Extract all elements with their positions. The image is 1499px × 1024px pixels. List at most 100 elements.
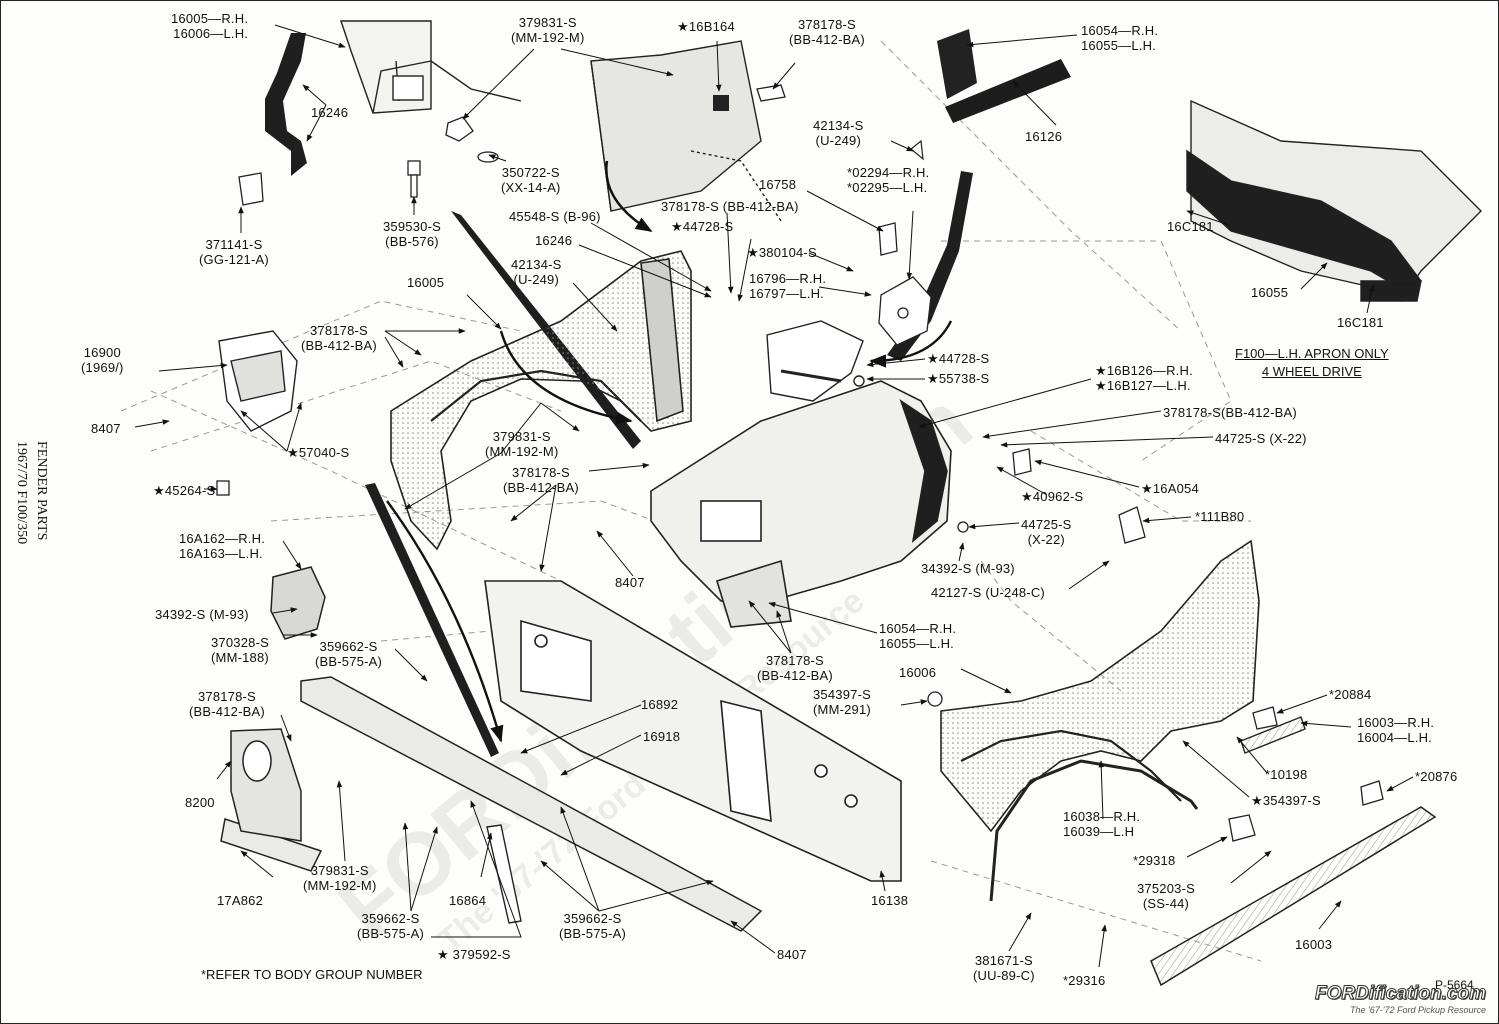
part-callout-line: 16005—R.H. xyxy=(171,11,249,26)
part-callout: 359662-S(BB-575-A) xyxy=(315,639,382,669)
part-callout: 370328-S(MM-188) xyxy=(211,635,269,665)
part-callout: 16864 xyxy=(449,893,486,908)
part-callout: 16A162—R.H.16A163—L.H. xyxy=(179,531,265,561)
part-callout: 16005—R.H.16006—L.H. xyxy=(171,11,248,41)
part-callout: 16055 xyxy=(1251,285,1288,300)
part-callout-line: ★45264-S xyxy=(153,483,216,498)
part-callout-line: 16A162—R.H. xyxy=(179,531,266,546)
brand-logo-name: FORDification.com xyxy=(1314,983,1486,1005)
fender-16006 xyxy=(940,539,1260,833)
part-callout: ★380104-S xyxy=(747,245,817,260)
part-callout-line: 350722-S xyxy=(501,165,560,180)
part-callout: 375203-S(SS-44) xyxy=(1137,881,1195,911)
part-callout-line: ★57040-S xyxy=(287,445,350,460)
reference-note: *REFER TO BODY GROUP NUMBER xyxy=(201,967,423,982)
part-callout-line: ★380104-S xyxy=(747,245,817,260)
part-callout-line: ★40962-S xyxy=(1021,489,1084,504)
part-callout-line: (BB-412-BA) xyxy=(189,704,265,719)
leader-lines xyxy=(134,24,1414,968)
apron-caption-line1: F100—L.H. APRON ONLY xyxy=(1235,346,1389,361)
part-callout-line: 16003—R.H. xyxy=(1357,715,1435,730)
part-callout-line: 359662-S xyxy=(319,639,378,654)
part-callout: 8407 xyxy=(777,947,807,962)
part-callout-line: 370328-S xyxy=(211,635,269,650)
part-callout: *20876 xyxy=(1415,769,1457,784)
part-callout-line: 359530-S xyxy=(383,219,441,234)
part-callout-line: (BB-412-BA) xyxy=(301,338,377,353)
molding-16003 xyxy=(1240,716,1306,754)
part-callout-line: ★55738-S xyxy=(927,371,990,386)
part-callout-line: 16758 xyxy=(759,177,797,192)
part-callout-line: 34392-S (M-93) xyxy=(155,607,249,622)
sealer-strip-right xyxy=(887,171,973,361)
part-callout: 16796—R.H.16797—L.H. xyxy=(749,271,826,301)
part-callout-line: 16246 xyxy=(535,233,573,248)
plate-number: P-5664 xyxy=(1435,978,1474,992)
part-callout-line: 379831-S xyxy=(492,429,551,444)
part-callout-line: 378178-S xyxy=(765,653,824,668)
part-callout: ★354397-S xyxy=(1251,793,1321,808)
part-callout-line: *29316 xyxy=(1063,973,1106,988)
part-callout-line: (SS-44) xyxy=(1142,896,1190,911)
apron-4wd-detail xyxy=(1186,99,1482,302)
part-callout-line: ★44728-S xyxy=(927,351,990,366)
part-callout-line: 16918 xyxy=(643,729,681,744)
part-callout: 42134-S(U-249) xyxy=(813,118,864,148)
part-callout-line: 16003 xyxy=(1295,937,1333,952)
part-callout-line: ★16B127—L.H. xyxy=(1095,378,1191,393)
part-callout: *10198 xyxy=(1265,767,1307,782)
clip-111B80 xyxy=(1118,506,1146,544)
part-callout-line: ★ 379592-S xyxy=(437,947,511,962)
part-callout-line: *10198 xyxy=(1265,767,1308,782)
part-callout: 354397-S(MM-291) xyxy=(813,687,871,717)
part-callout-line: 16055—L.H. xyxy=(879,636,954,651)
part-callout: 378178-S(BB-412-BA) xyxy=(189,689,265,719)
part-callout-line: 42134-S xyxy=(813,118,864,133)
part-callout: 16918 xyxy=(643,729,680,744)
bracket-16758 xyxy=(878,222,898,256)
part-callout: *29318 xyxy=(1133,853,1175,868)
apron-caption: F100—L.H. APRON ONLY 4 WHEEL DRIVE xyxy=(1235,345,1389,381)
part-callout-line: 16004—L.H. xyxy=(1357,730,1432,745)
part-callout: 379831-S(MM-192-M) xyxy=(485,429,559,459)
part-callout-line: 8200 xyxy=(185,795,215,810)
part-callout-line: 16C181 xyxy=(1337,315,1384,330)
part-callout: 8407 xyxy=(91,421,121,436)
cover-16A162 xyxy=(270,566,326,640)
part-callout: 16054—R.H.16055—L.H. xyxy=(879,621,956,651)
clip-371141 xyxy=(238,172,264,206)
seal-16126 xyxy=(945,59,1071,123)
part-callout: 378178-S(BB-412-BA) xyxy=(1163,405,1297,420)
fender-16005 xyxy=(390,250,692,551)
part-callout-line: 8407 xyxy=(777,947,807,962)
part-callout-line: 378178-S(BB-412-BA) xyxy=(1163,405,1297,420)
part-callout: 16038—R.H.16039—L.H xyxy=(1063,809,1140,839)
part-callout-line: 381671-S xyxy=(974,953,1033,968)
part-callout-line: 378178-S (BB-412-BA) xyxy=(661,199,799,214)
part-callout-line: (BB-575-A) xyxy=(357,926,425,941)
clip-45264 xyxy=(216,480,230,496)
part-callout-line: 16038—R.H. xyxy=(1063,809,1141,824)
part-callout-line: *29318 xyxy=(1133,853,1176,868)
part-callout-line: 16796—R.H. xyxy=(749,271,827,286)
part-callout: 381671-S(UU-89-C) xyxy=(973,953,1035,983)
clip-16B164 xyxy=(713,95,729,111)
part-callout: 16758 xyxy=(759,177,796,192)
part-callout: 16054—R.H.16055—L.H. xyxy=(1081,23,1158,53)
nut-378178-top xyxy=(756,84,786,102)
bracket-16A054 xyxy=(1012,448,1032,476)
part-callout-line: *02294—R.H. xyxy=(847,165,930,180)
sealer-strip-16246-top xyxy=(265,33,307,176)
part-callout: ★16A054 xyxy=(1141,481,1199,496)
part-callout-line: 17A862 xyxy=(217,893,264,908)
bracket-16900 xyxy=(218,330,298,432)
part-callout-line: 34392-S (M-93) xyxy=(921,561,1015,576)
part-callout: 8407 xyxy=(615,575,645,590)
part-callout-line: (BB-575-A) xyxy=(559,926,627,941)
part-callout: ★57040-S xyxy=(287,445,349,460)
apron-caption-line2: 4 WHEEL DRIVE xyxy=(1261,364,1362,379)
running-board-16003 xyxy=(1150,806,1437,987)
part-callout: 34392-S (M-93) xyxy=(155,607,249,622)
inner-apron-16054 xyxy=(650,380,952,628)
